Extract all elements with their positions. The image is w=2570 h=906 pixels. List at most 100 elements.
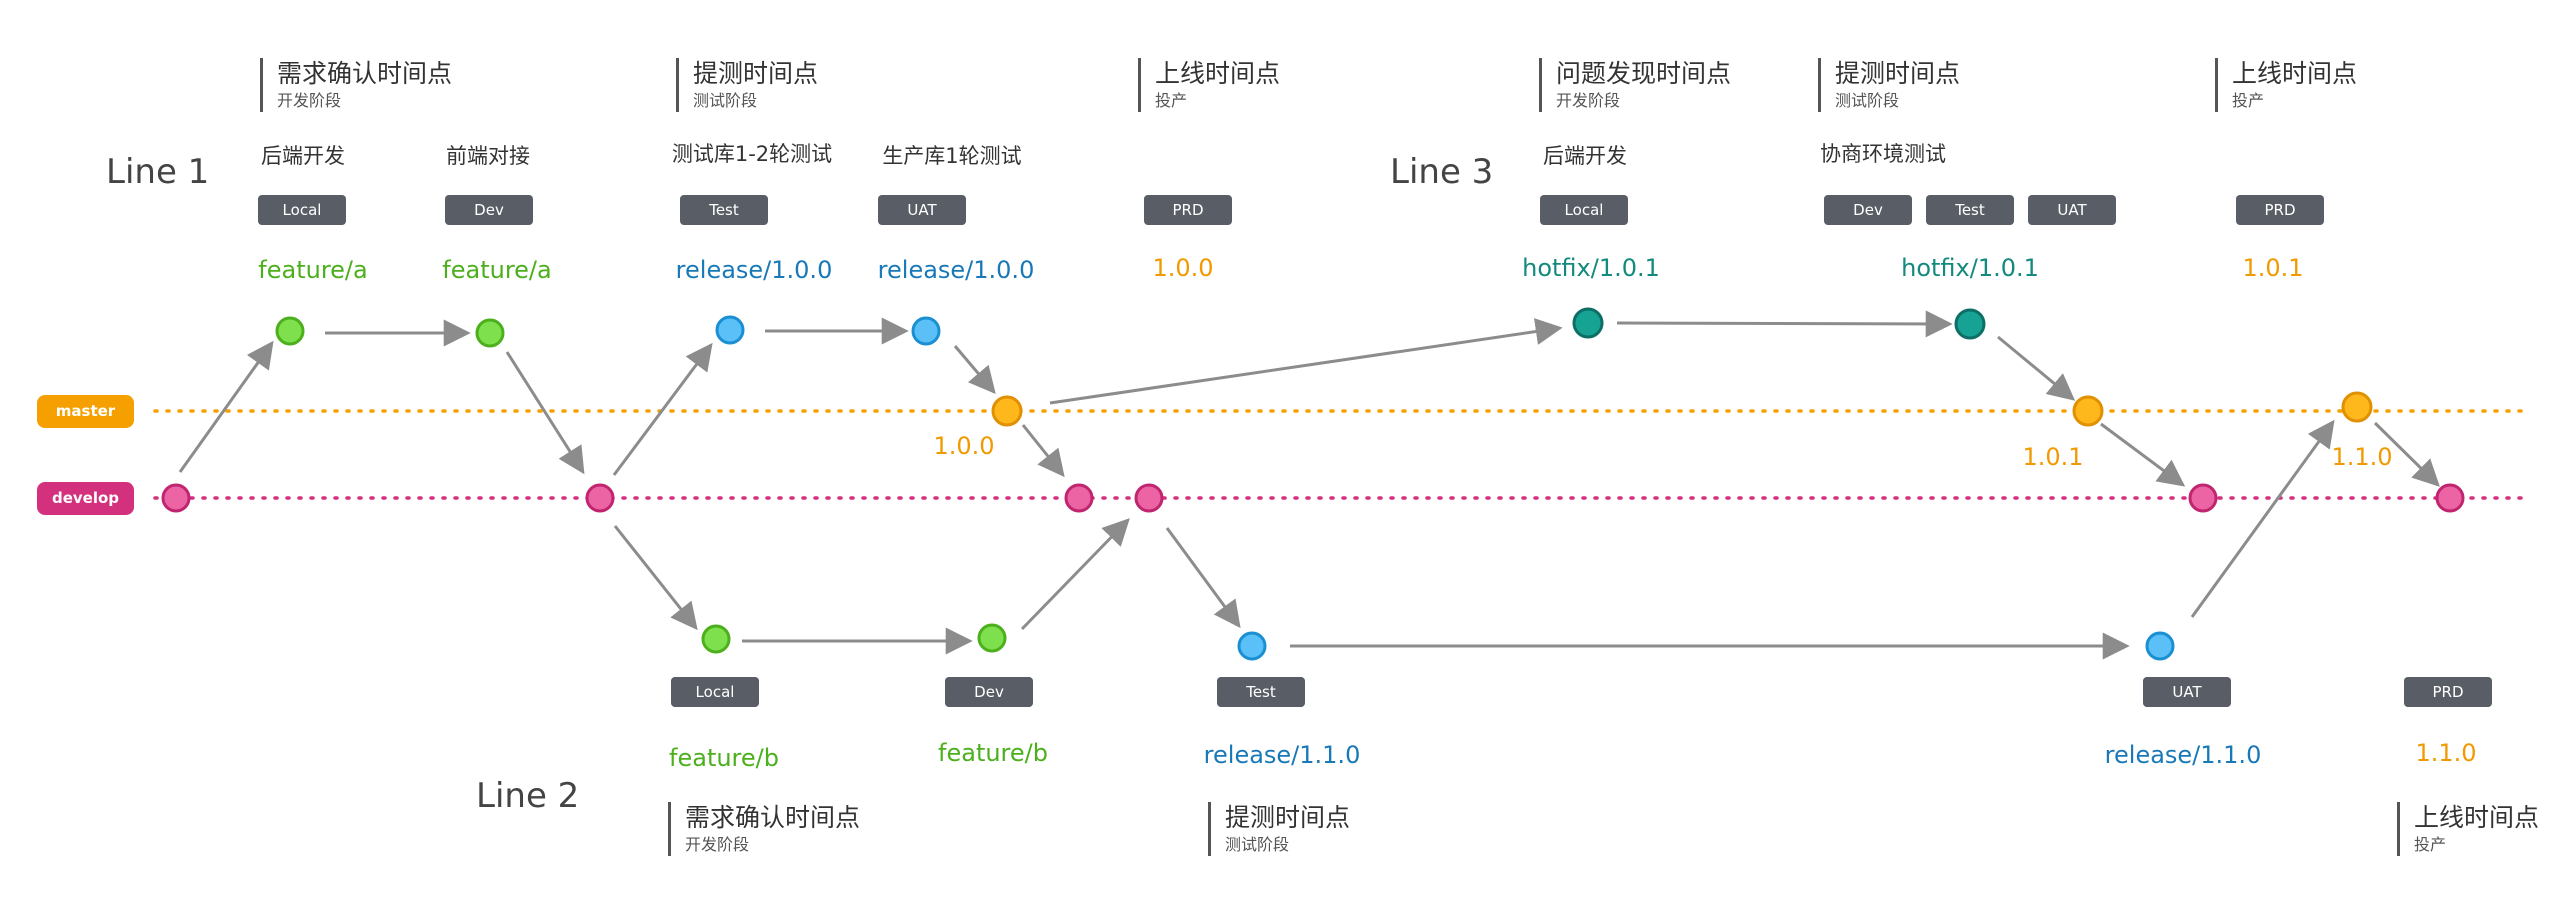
env-tag-hotfix-test: Test: [1926, 195, 2014, 225]
feature-b-dev-commit: [977, 623, 1007, 653]
milestone-hotfix-release: 上线时间点 投产: [2215, 58, 2357, 112]
arrow-release-100-to-master: [953, 345, 996, 395]
branch-label-release-110: release/1.1.0: [1203, 741, 1361, 769]
master-commit-101: [2072, 395, 2104, 427]
milestone-title: 上线时间点: [1155, 59, 1281, 88]
develop-commit-5: [2188, 483, 2218, 513]
branch-label-feature-b: feature/b: [669, 744, 779, 772]
milestone-title: 需求确认时间点: [685, 803, 861, 832]
milestone-phase: 测试阶段: [693, 91, 758, 110]
master-commit-110: [2341, 391, 2373, 423]
milestone-phase: 开发阶段: [685, 835, 750, 854]
milestone-title: 问题发现时间点: [1556, 59, 1732, 88]
arrow-develop-to-release-110: [1165, 527, 1241, 629]
milestone-issue-found: 问题发现时间点 开发阶段: [1539, 58, 1731, 112]
develop-commit-3: [1064, 483, 1094, 513]
milestone-phase: 投产: [1155, 91, 1188, 110]
milestone-line2-submit-test: 提测时间点 测试阶段: [1208, 802, 1350, 856]
milestone-title: 提测时间点: [1835, 59, 1961, 88]
milestone-requirement: 需求确认时间点 开发阶段: [260, 58, 452, 112]
arrow-master-110-to-develop: [2373, 421, 2440, 487]
env-tag-feature-b-dev: Dev: [945, 677, 1033, 707]
branch-label-release-100: release/1.0.0: [675, 256, 833, 284]
arrow-release-110-to-master: [2190, 419, 2335, 618]
develop-branch-pill: develop: [37, 482, 134, 515]
arrow-hotfix-local-to-test: [1616, 310, 1953, 338]
arrow-hotfix-to-master: [1997, 335, 2076, 401]
env-tag-release-110-prd: PRD: [2404, 677, 2492, 707]
arrow-master-to-hotfix: [1049, 318, 1563, 405]
feature-b-local-commit: [701, 624, 731, 654]
milestone-phase: 投产: [2414, 835, 2447, 854]
env-tag-hotfix-uat: UAT: [2028, 195, 2116, 225]
milestone-title: 提测时间点: [1225, 803, 1351, 832]
step-negotiated-env-test: 协商环境测试: [1820, 142, 1946, 166]
feature-a-local-commit: [275, 316, 305, 346]
line-2-title: Line 2: [476, 776, 580, 816]
hotfix-test-commit: [1954, 308, 1986, 340]
step-frontend-integration: 前端对接: [446, 144, 530, 168]
arrow-master-101-to-develop: [2100, 422, 2186, 487]
branch-label-prd-110: 1.1.0: [2415, 739, 2477, 767]
milestone-title: 上线时间点: [2414, 803, 2540, 832]
milestone-title: 上线时间点: [2232, 59, 2358, 88]
branch-label-release-110: release/1.1.0: [2104, 741, 2262, 769]
branch-label-prd-100: 1.0.0: [1152, 254, 1214, 282]
milestone-title: 提测时间点: [693, 59, 819, 88]
release-100-uat-commit: [911, 316, 941, 346]
master-version-tag-110: 1.1.0: [2331, 443, 2393, 471]
milestone-phase: 投产: [2232, 91, 2265, 110]
branch-label-feature-a: feature/a: [258, 256, 368, 284]
milestone-phase: 开发阶段: [277, 91, 342, 110]
env-tag-hotfix-prd: PRD: [2236, 195, 2324, 225]
milestone-release: 上线时间点 投产: [1138, 58, 1280, 112]
milestone-line2-requirement: 需求确认时间点 开发阶段: [668, 802, 860, 856]
env-tag-hotfix-local: Local: [1540, 195, 1628, 225]
milestone-line2-release: 上线时间点 投产: [2397, 802, 2539, 856]
env-tag-release-110-uat: UAT: [2143, 677, 2231, 707]
arrow-develop-to-feature-a: [178, 340, 274, 473]
release-110-test-commit: [1237, 631, 1267, 661]
milestone-phase: 测试阶段: [1225, 835, 1290, 854]
env-tag-dev: Dev: [445, 195, 533, 225]
branch-label-hotfix-101: hotfix/1.0.1: [1901, 254, 2039, 282]
release-100-test-commit: [715, 315, 745, 345]
release-110-uat-commit: [2145, 631, 2175, 661]
env-tag-hotfix-dev: Dev: [1824, 195, 1912, 225]
arrow-master-100-to-develop: [1021, 424, 1065, 478]
step-backend-dev: 后端开发: [261, 144, 345, 168]
milestone-hotfix-submit-test: 提测时间点 测试阶段: [1818, 58, 1960, 112]
env-tag-uat: UAT: [878, 195, 966, 225]
milestone-submit-test: 提测时间点 测试阶段: [676, 58, 818, 112]
arrow-develop-to-feature-b: [613, 525, 698, 631]
feature-a-dev-commit: [475, 318, 505, 348]
arrow-feature-b-to-develop: [1020, 518, 1130, 631]
milestone-phase: 开发阶段: [1556, 91, 1621, 110]
arrow-feature-a-to-develop: [505, 351, 585, 475]
branch-label-feature-b: feature/b: [938, 739, 1048, 767]
branch-label-hotfix-101: hotfix/1.0.1: [1522, 254, 1660, 282]
develop-commit-4: [1134, 483, 1164, 513]
develop-commit-1: [161, 483, 191, 513]
env-tag-local: Local: [258, 195, 346, 225]
step-test-db-rounds: 测试库1-2轮测试: [671, 142, 833, 166]
step-prod-db-round: 生产库1轮测试: [882, 144, 1022, 168]
line-1-title: Line 1: [106, 152, 210, 192]
env-tag-feature-b-local: Local: [671, 677, 759, 707]
milestone-phase: 测试阶段: [1835, 91, 1900, 110]
env-tag-prd: PRD: [1144, 195, 1232, 225]
master-branch-pill: master: [37, 395, 134, 428]
master-commit-100: [991, 395, 1023, 427]
branch-label-feature-a: feature/a: [442, 256, 552, 284]
master-version-tag-101: 1.0.1: [2022, 443, 2084, 471]
develop-commit-2: [585, 483, 615, 513]
branch-label-release-100: release/1.0.0: [877, 256, 1035, 284]
hotfix-local-commit: [1572, 307, 1604, 339]
branch-label-prd-101: 1.0.1: [2242, 254, 2304, 282]
arrow-develop-to-release-100: [612, 342, 713, 476]
line-3-title: Line 3: [1390, 152, 1494, 192]
env-tag-release-110-test: Test: [1217, 677, 1305, 707]
milestone-title: 需求确认时间点: [277, 59, 453, 88]
